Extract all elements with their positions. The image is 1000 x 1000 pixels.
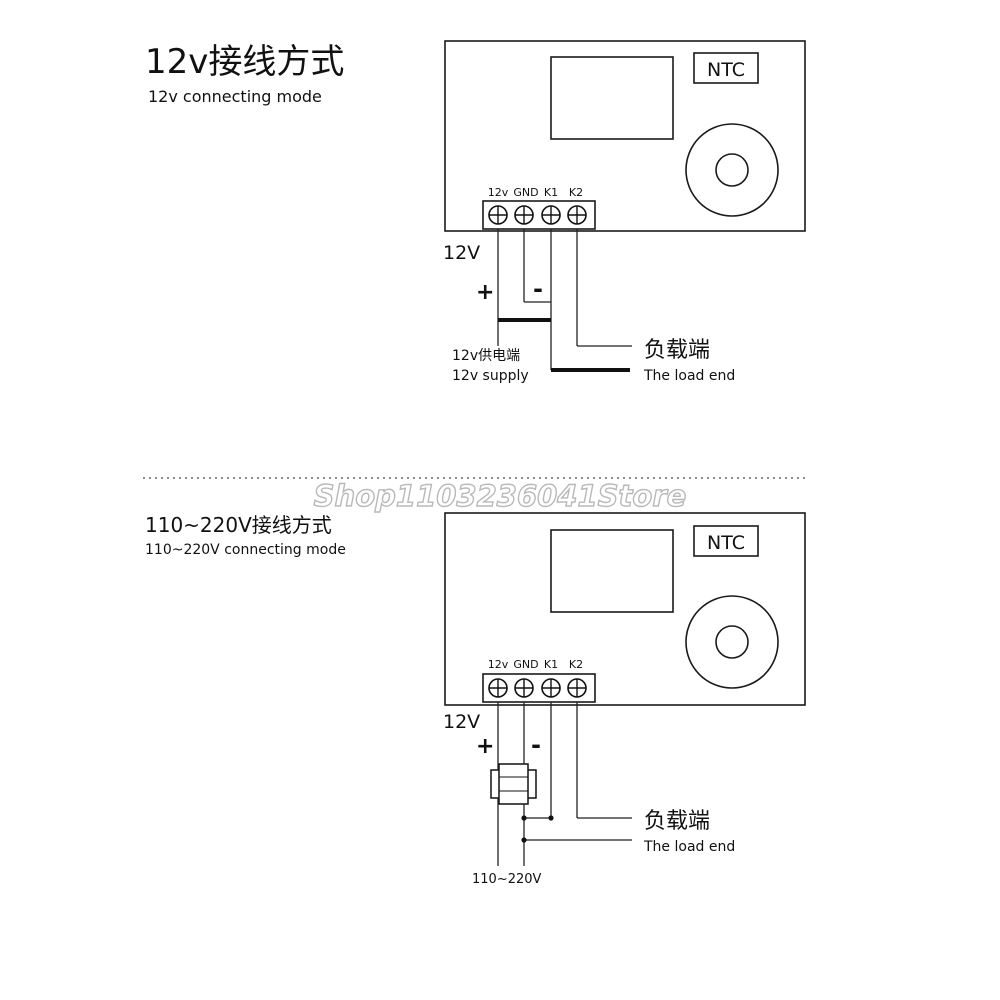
supply-label-en: 12v supply <box>452 368 529 384</box>
shop-watermark: Shop1103236041Store <box>314 479 687 513</box>
plus-sign: + <box>476 734 494 759</box>
ntc-label-box <box>693 525 759 557</box>
screw-terminal-icon <box>567 678 587 698</box>
terminal-label-k2: K2 <box>569 658 583 671</box>
terminal-label-gnd: GND <box>513 186 538 199</box>
control-knob-center <box>715 625 749 659</box>
screw-terminal-icon <box>514 205 534 225</box>
terminal-label-12v: 12v <box>488 658 509 671</box>
plus-sign: + <box>476 280 494 305</box>
ntc-label: NTC <box>707 59 745 81</box>
screw-terminal-icon <box>514 678 534 698</box>
ntc-label: NTC <box>707 532 745 554</box>
load-label-en: The load end <box>643 368 735 384</box>
minus-sign: - <box>531 731 541 759</box>
wiring-12v <box>497 229 632 372</box>
terminal-label-k2: K2 <box>569 186 583 199</box>
section-12v-subtitle: 12v connecting mode <box>148 87 322 106</box>
voltage-label: 12V <box>443 242 480 264</box>
section-ac-title: 110~220V接线方式 <box>145 513 332 537</box>
load-label-en: The load end <box>643 839 735 855</box>
screw-terminal-icon <box>567 205 587 225</box>
control-knob-center <box>715 153 749 187</box>
supply-label-cn: 12v供电端 <box>452 348 520 364</box>
load-label-cn: 负载端 <box>644 809 710 834</box>
section-12v: 12v接线方式 12v connecting mode NTC 12v GND … <box>145 40 806 384</box>
ntc-label-box <box>693 52 759 84</box>
supply-label: 110~220V <box>472 872 542 887</box>
terminal-label-12v: 12v <box>488 186 509 199</box>
terminal-label-k1: K1 <box>544 186 558 199</box>
screw-terminal-icon <box>541 678 561 698</box>
terminal-label-k1: K1 <box>544 658 558 671</box>
screw-terminal-icon <box>541 205 561 225</box>
section-ac-subtitle: 110~220V connecting mode <box>145 542 346 558</box>
screw-terminal-icon <box>488 205 508 225</box>
screw-terminal-icon <box>488 678 508 698</box>
display-screen <box>550 56 674 140</box>
power-module <box>490 763 537 805</box>
terminal-label-gnd: GND <box>513 658 538 671</box>
display-screen <box>550 529 674 613</box>
section-ac: 110~220V接线方式 110~220V connecting mode NT… <box>145 512 806 887</box>
section-12v-title: 12v接线方式 <box>145 42 344 82</box>
load-label-cn: 负载端 <box>644 338 710 363</box>
minus-sign: - <box>533 275 543 303</box>
voltage-label: 12V <box>443 711 480 733</box>
wiring-ac <box>497 702 632 866</box>
